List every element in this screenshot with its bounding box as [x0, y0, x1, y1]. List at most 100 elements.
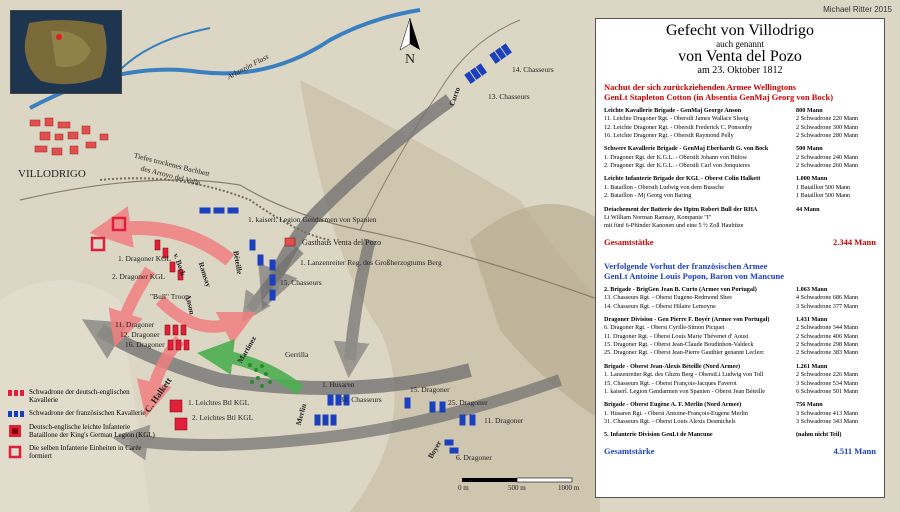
- unit-row: 12. Leichte Dragoner Rgt. - Oberstlt Fre…: [604, 124, 876, 132]
- allied-total-label: Gesamtstätke: [604, 236, 654, 247]
- unit-size: [796, 222, 876, 230]
- unit-row: 15. Chasseurs Rgt. - Oberst François-Jac…: [604, 380, 876, 388]
- unit-name: 15. Chasseurs Rgt. - Oberst François-Jac…: [604, 379, 737, 387]
- label-16-dragoner: 16. Dragoner: [125, 340, 165, 349]
- map-credit: Michael Ritter 2015: [823, 5, 892, 14]
- unit-row: 25. Dragoner Rgt. - Oberst Jean-Pierre G…: [604, 349, 876, 357]
- unit-size: 1 Bataillon 500 Mann: [796, 183, 851, 191]
- label-6-dragoner: 6. Dragoner: [456, 453, 492, 462]
- label-bull-troop: "Bull" Troop: [150, 292, 189, 301]
- unit-size: 2 Schwadrone 280 Mann: [796, 131, 859, 139]
- unit-row: 1. Bataillon - Oberstlt Ludwig von dem B…: [604, 184, 876, 192]
- guerrilla-units: [248, 363, 272, 388]
- label-14-chasseurs: 14. Chasseurs: [512, 65, 554, 74]
- unit-name: 1. Dragoner Rgt. der K.G.L. - Oberstlt J…: [604, 153, 747, 161]
- unit-row: 2. Bataillon - Mj Georg von Baring 1 Bata…: [604, 192, 876, 200]
- blue-squadron-icon: [8, 411, 24, 417]
- unit-block: Leichte Kavallerie Brigade - GenMaj Geor…: [604, 107, 876, 140]
- unit-block-strength: 1.000 Mann: [796, 175, 828, 183]
- unit-block-header: Detachement der Batterie des Hptm Robert…: [604, 206, 876, 214]
- arrow-french-dragoons: [81, 319, 472, 395]
- inn-venta-del-pozo: [284, 237, 296, 247]
- french-units: [199, 43, 512, 454]
- label-1-husaren: 1. Husaren: [322, 380, 355, 389]
- unit-row: 1. kaiserl. Legion Gendarmen von Spanien…: [604, 388, 876, 396]
- label-15-chasseurs: 15. Chasseurs: [280, 278, 322, 287]
- legend-text: Schwadrone der deutsch-englischen Kavall…: [29, 388, 130, 404]
- unit-name: 16. Leichte Dragoner Rgt. - Oberstlt Ray…: [604, 131, 734, 139]
- unit-block: Brigade - Oberst Jean-Alexis Béteille (N…: [604, 363, 876, 396]
- allied-heading-2: GenLt Stapleton Cotton (in Absentia GenM…: [604, 91, 834, 102]
- unit-size: 3 Schwadrone 377 Mann: [796, 302, 859, 310]
- unit-name: 12. Leichte Dragoner Rgt. - Oberstlt Fre…: [604, 123, 753, 131]
- unit-block-name: 2. Brigade - BrigGen Jean B. Curto (Arme…: [604, 285, 757, 293]
- unit-block-name: Brigade - Oberst Eugène A. F. Merlin (No…: [604, 401, 742, 409]
- unit-name: 2. Dragoner Rgt. der K.G.L. - Oberstlt C…: [604, 162, 751, 170]
- inn-label: Gasthaus Venta del Pozo: [302, 238, 382, 247]
- unit-name: 1. kaiserl. Legion Gendarmen von Spanien…: [604, 387, 765, 395]
- unit-size: 2 Schwadrone 298 Mann: [796, 341, 859, 349]
- scale-bar: [462, 477, 573, 483]
- french-total-label: Gesamtstärke: [604, 445, 655, 456]
- unit-size: 6 Schwadrone 501 Mann: [796, 387, 859, 395]
- inset-iberia-map: [10, 10, 122, 94]
- river-branch: [119, 27, 211, 71]
- french-section: Verfolgende Vorhut der französischen Arm…: [604, 261, 876, 456]
- unit-block-header: Dragoner Division - Gen Pierre F. Boyér …: [604, 316, 876, 324]
- unit-block-header: Leichte Kavallerie Brigade - GenMaj Geor…: [604, 107, 876, 115]
- unit-name: 2. Bataillon - Mj Georg von Baring: [604, 192, 692, 200]
- unit-block-name: Dragoner Division - Gen Pierre F. Boyér …: [604, 316, 770, 324]
- unit-name: 11. Dragoner Rgt. - Oberst Louis Marie T…: [604, 332, 749, 340]
- arrow-guerrilla: [197, 339, 304, 395]
- unit-size: 2 Schwadrone 226 Mann: [796, 371, 859, 379]
- arrow-french-boyer: [112, 374, 563, 461]
- unit-row: mit fünf 6-Pfünder Kanonen und eine 5 ½ …: [604, 222, 876, 230]
- arrow-allied-anson: [108, 266, 155, 348]
- french-total-value: 4.511 Mann: [833, 445, 876, 456]
- red-square-icon: [8, 445, 22, 459]
- title-line-2: auch genannt: [716, 38, 764, 49]
- unit-size: 1 Bataillon 500 Mann: [796, 192, 851, 200]
- unit-block-name: Leichte Infanterie Brigade der KGL - Obe…: [604, 175, 761, 183]
- compass-north-arrow: [399, 17, 420, 51]
- unit-block: 2. Brigade - BrigGen Jean B. Curto (Arme…: [604, 286, 876, 311]
- unit-block: Schwere Kavallerie Brigade - GenMaj Eber…: [604, 145, 876, 170]
- unit-row: 13. Chasseurs Rgt. - Oberst Eugene-Redmo…: [604, 294, 876, 302]
- unit-size: 2 Schwadrone 344 Mann: [796, 324, 859, 332]
- title-line-1: Gefecht von Villodrigo: [665, 22, 815, 39]
- title-line-3: von Venta del Pozo: [678, 48, 802, 66]
- scale-label-0: 0 m: [458, 484, 469, 492]
- order-of-battle-panel: Gefecht von Villodrigo auch genannt von …: [595, 18, 885, 498]
- scale-label-500: 500 m: [508, 484, 526, 492]
- title-line-4: am 23. Oktober 1812: [697, 65, 783, 77]
- unit-block-strength: 800 Mann: [796, 106, 823, 114]
- allied-heading-1: Nachut der sich zurückziehenden Armee We…: [604, 81, 797, 92]
- unit-size: 2 Schwadrone 220 Mann: [796, 115, 859, 123]
- unit-name: mit fünf 6-Pfünder Kanonen und eine 5 ½ …: [604, 222, 744, 230]
- unit-row: 11. Dragoner Rgt. - Oberst Louis Marie T…: [604, 333, 876, 341]
- village-label: VILLODRIGO: [18, 168, 86, 180]
- unit-row: 15. Dragoner Rgt. - Oberst Jean-Claude B…: [604, 341, 876, 349]
- legend-text: Schwadrone der französischen Kavallerie: [29, 409, 146, 417]
- french-total: Gesamtstärke 4.511 Mann: [604, 446, 876, 456]
- label-2-dragoner-kgl: 2. Dragoner KGL: [112, 272, 166, 281]
- arrow-french-centre: [333, 238, 376, 378]
- unit-row: 1. Lanzenreiter Rgt. des Ghzm Berg - Obe…: [604, 371, 876, 379]
- label-lanzenreiter: 1. Lanzenreiter Reg. des Großherzogtums …: [300, 258, 442, 267]
- unit-block-name: 5. Infanterie Division GenLt de Mancune: [604, 431, 713, 439]
- unit-block-name: Detachement der Batterie des Hptm Robert…: [604, 205, 758, 213]
- unit-block-strength: 500 Mann: [796, 145, 823, 153]
- unit-block-header: 5. Infanterie Division GenLt de Mancune(…: [604, 431, 876, 439]
- unit-row: 11. Leichte Dragoner Rgt. - Oberstlt Jam…: [604, 115, 876, 123]
- unit-name: 13. Chasseurs Rgt. - Oberst Eugene-Redmo…: [604, 294, 732, 302]
- red-squadron-icon: [8, 390, 24, 396]
- unit-row: 14. Chasseurs Rgt. - Oberst Hilaire Lemo…: [604, 303, 876, 311]
- french-heading-2: GenLt Antoine Louis Popon, Baron von Man…: [604, 270, 785, 281]
- unit-row: 2. Dragoner Rgt. der K.G.L. - Oberstlt C…: [604, 162, 876, 170]
- unit-block: Leichte Infanterie Brigade der KGL - Obe…: [604, 175, 876, 200]
- legend-text: Deutsch-englische leichte Infanterie Bat…: [29, 423, 155, 439]
- unit-block: Detachement der Batterie des Hptm Robert…: [604, 206, 876, 231]
- unit-block: 5. Infanterie Division GenLt de Mancune(…: [604, 431, 876, 439]
- map-legend: Schwadrone der deutsch-englischen Kavall…: [8, 388, 158, 465]
- unit-block-strength: 1.063 Mann: [796, 285, 828, 293]
